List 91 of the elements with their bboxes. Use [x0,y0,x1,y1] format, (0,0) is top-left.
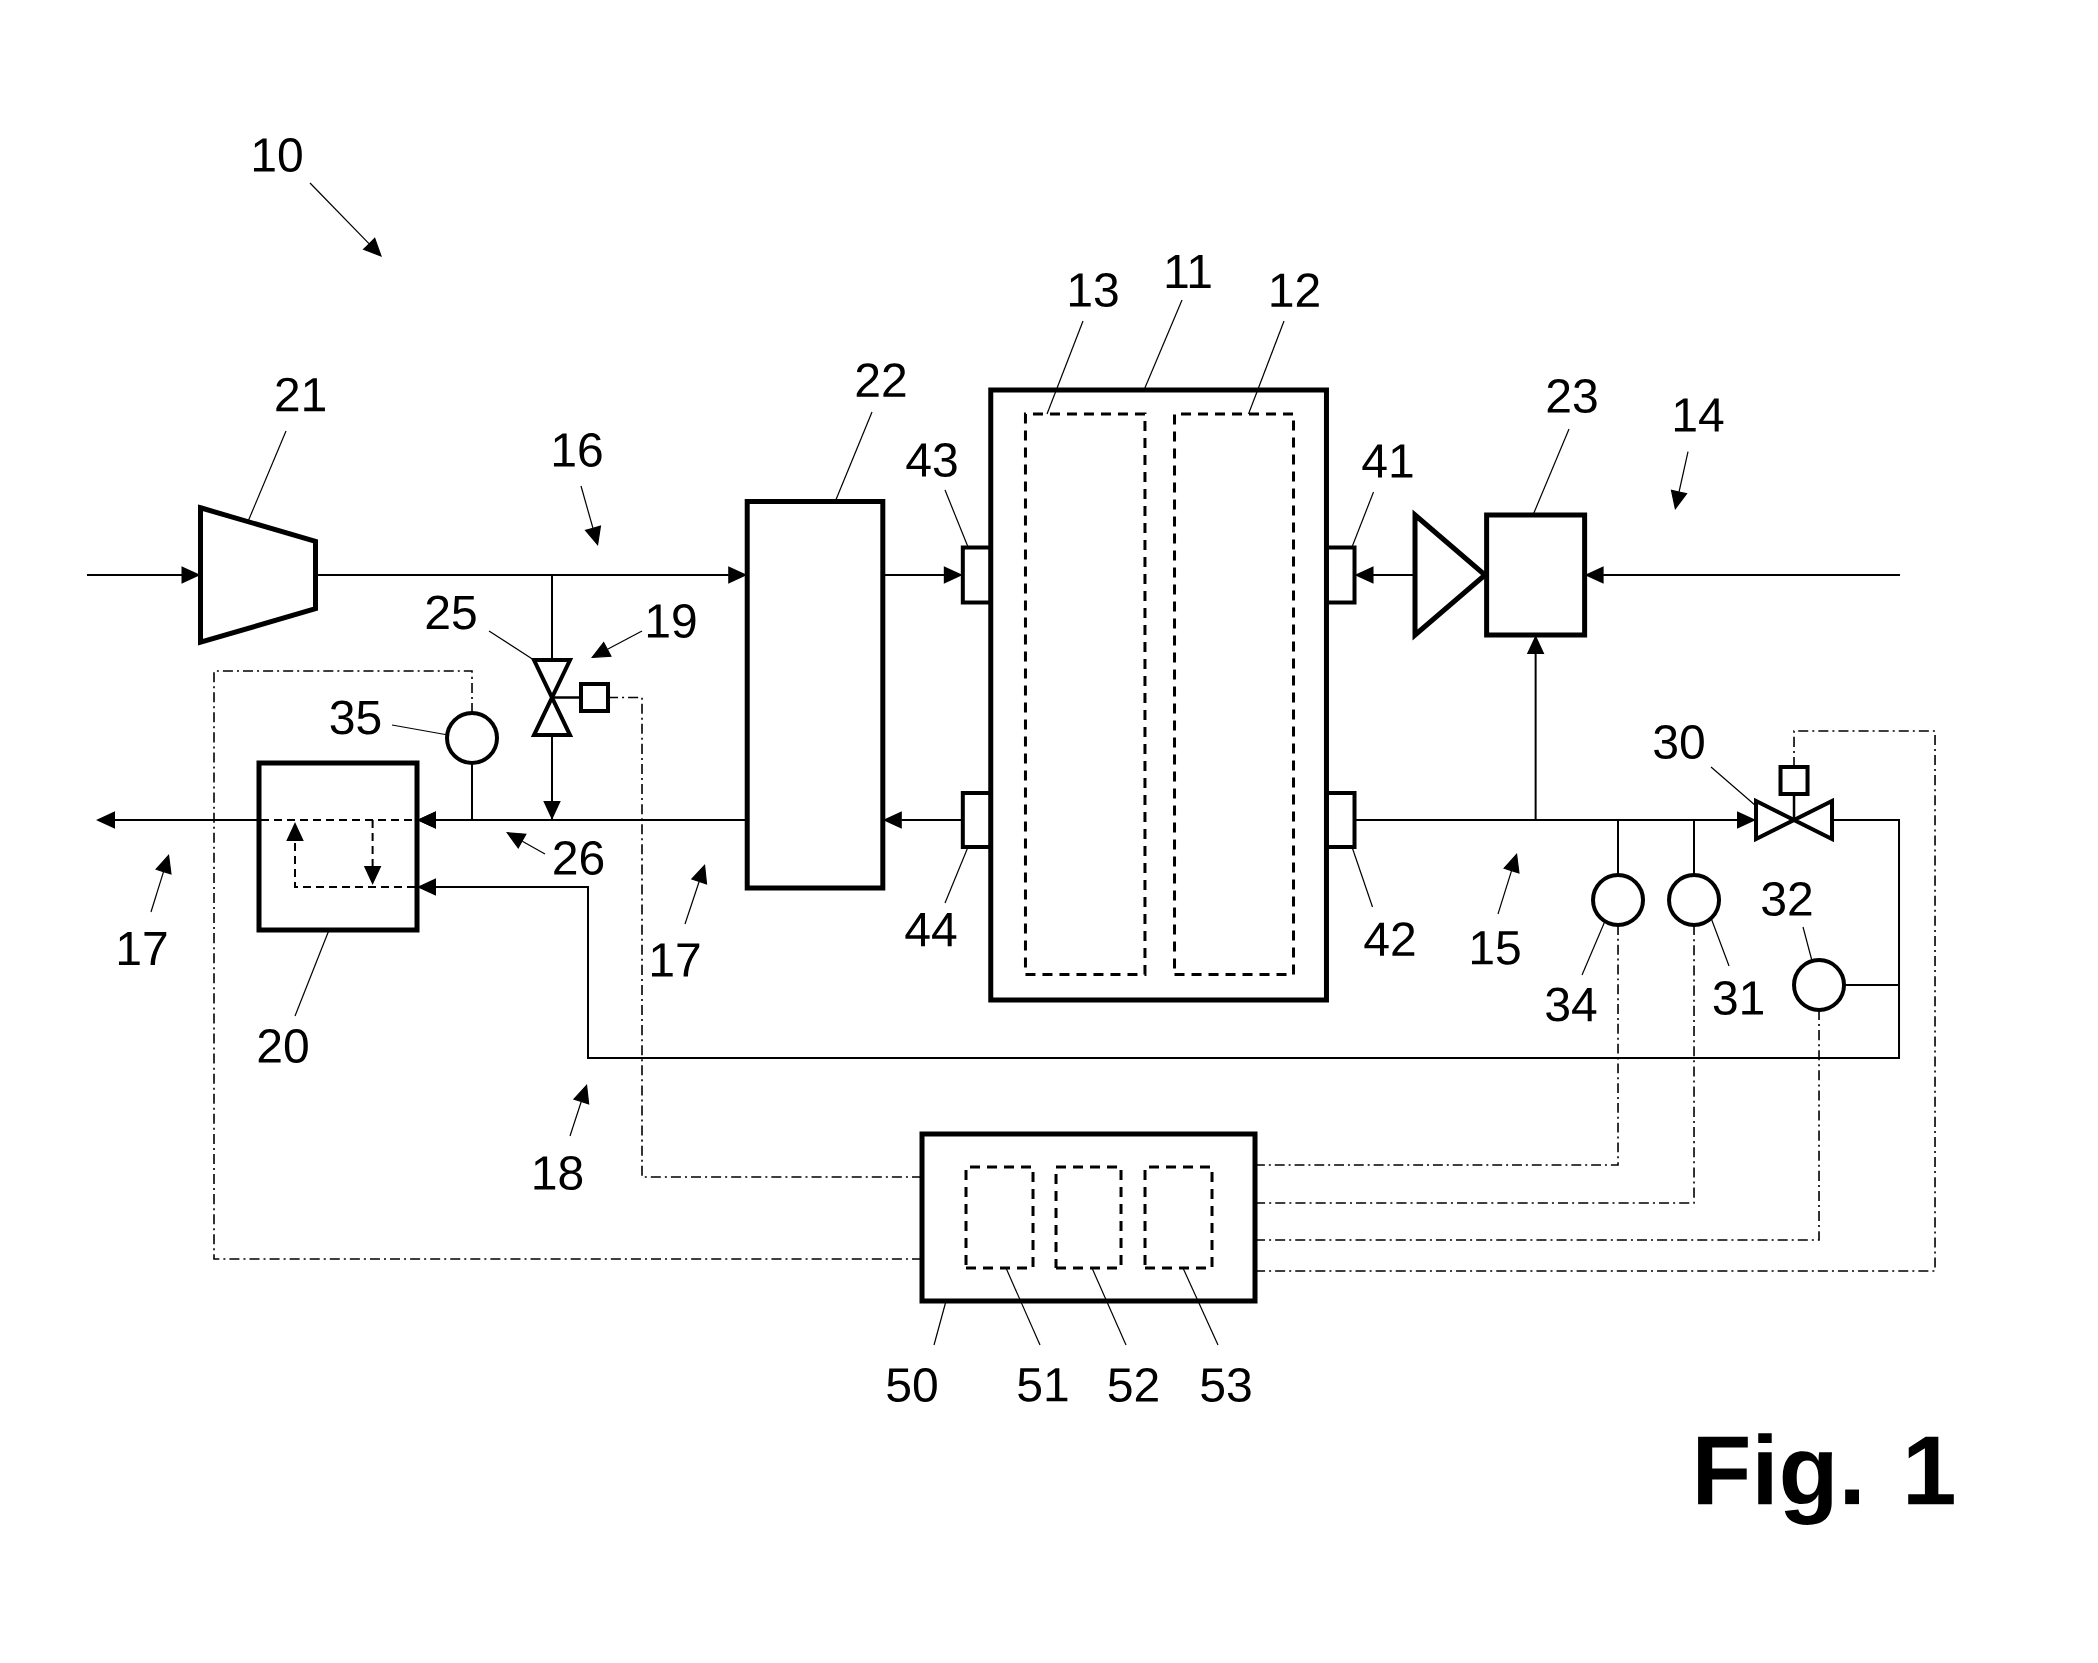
callout-number: 20 [258,1029,308,1063]
callout-number: 25 [426,595,476,630]
callout-number: 13 [1069,273,1118,307]
callout-number: 11 [1166,255,1211,288]
callout-number: 19 [647,604,696,638]
callout-number: 14 [1675,398,1724,432]
callout-number: 22 [856,363,906,397]
valve-symbol [1754,765,1834,843]
sensor-circle [1792,958,1846,1012]
signal-line [1254,924,1695,1204]
callout-number: 51 [1018,1368,1068,1402]
connecting-line [1617,819,1619,876]
leader-line [1710,766,1757,807]
connecting-line [471,762,473,821]
callout-number: 23 [1547,379,1597,413]
connector-box [960,791,993,849]
callout-number: 18 [534,1156,583,1190]
reference-arrow [150,854,172,913]
component-box [919,1131,1258,1304]
callout-number: 31 [1713,981,1763,1015]
connecting-line [1843,984,1900,986]
leader-line [294,929,330,1017]
leader-line [1091,1267,1127,1346]
callout-number: 44 [905,913,957,947]
reference-arrow [1670,450,1689,510]
reference-arrow [506,832,546,855]
component-box [256,760,420,933]
leader-line [1802,926,1813,962]
reference-arrow [1497,853,1520,915]
leader-line [1046,320,1084,415]
connecting-line [1693,819,1695,876]
callout-number: 35 [330,700,381,735]
callout-number: 50 [887,1368,937,1402]
reference-arrow [684,864,708,925]
signal-line [1254,1009,1820,1241]
signal-line [213,670,923,1260]
sensor-circle [445,711,499,765]
leader-line [944,489,969,548]
callout-number: 17 [118,932,167,966]
callout-number: 17 [651,943,700,977]
callout-number: 26 [554,841,604,875]
callout-number: 52 [1108,1368,1158,1402]
callout-number: 34 [1546,987,1597,1022]
sensor-circle [1667,873,1721,927]
component-box [1484,512,1588,638]
reference-arrow [309,182,382,257]
callout-number: 16 [553,433,602,467]
callout-number: 10 [253,138,302,172]
leader-line [1581,920,1606,976]
dashed-box [964,1165,1035,1270]
reference-arrow [591,630,643,658]
component-box [744,498,886,891]
callout-number: 12 [1271,273,1319,307]
callout-number: 42 [1364,922,1415,956]
leader-line [944,846,969,904]
leader-line [1247,320,1285,415]
leader-line [1351,846,1374,908]
dashed-box [1023,412,1147,976]
dashed-box [1054,1165,1123,1270]
leader-line [1351,491,1375,548]
callout-number: 43 [906,443,957,477]
leader-line [1532,428,1570,516]
callout-number: 21 [276,377,325,412]
leader-line [1005,1267,1041,1346]
leader-line [488,630,538,663]
callout-number: 15 [1472,931,1520,965]
connector-box [1324,545,1357,605]
reference-arrow [580,485,602,546]
signal-line [607,696,923,1178]
connecting-line [314,574,553,661]
signal-line [1254,924,1619,1166]
sensor-circle [1591,873,1645,927]
leader-line [933,1300,947,1346]
leader-line [1182,1267,1219,1346]
component-box [988,387,1329,1003]
callout-number: 41 [1362,444,1413,478]
callout-number: 30 [1654,725,1704,759]
dashed-box [1143,1165,1214,1270]
leader-line [1710,917,1730,967]
leader-line [1143,299,1183,391]
reference-arrow [569,1084,590,1137]
callout-number: 53 [1201,1368,1251,1402]
figure-caption: Fig. 1 [1698,1433,1954,1525]
valve-symbol [530,658,610,737]
connector-box [1324,791,1357,849]
signal-line [1254,730,1936,1272]
leader-line [391,724,449,736]
leader-line [247,430,287,523]
dashed-box [1173,412,1295,976]
connector-box [960,545,993,605]
callout-number: 32 [1762,882,1812,916]
